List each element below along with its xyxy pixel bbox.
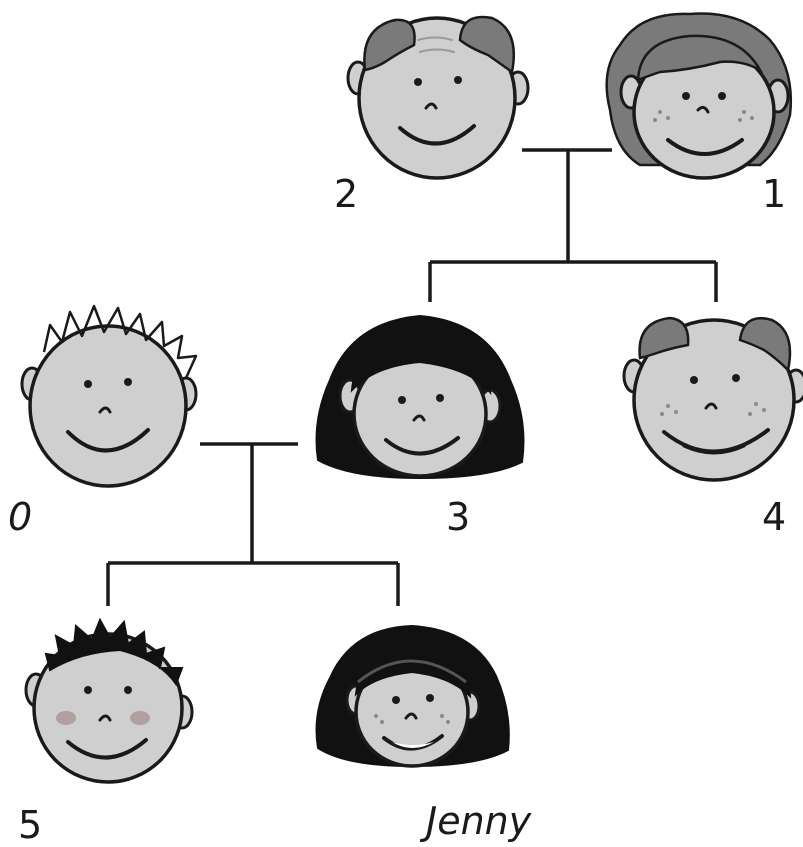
- person-jenny-face: [315, 624, 510, 768]
- label-person-2: 2: [334, 172, 358, 216]
- person-4-face: [622, 316, 803, 482]
- person-5-face: [24, 617, 194, 784]
- label-person-1: 1: [762, 172, 786, 216]
- person-1-face: [605, 12, 793, 180]
- label-person-3: 3: [446, 495, 470, 539]
- person-2-face: [346, 15, 530, 180]
- connector-lines: [106, 148, 718, 606]
- person-3-face: [315, 314, 525, 480]
- label-person-0: 0: [8, 495, 32, 539]
- person-0-face: [20, 304, 198, 488]
- label-person-5: 5: [18, 803, 42, 847]
- label-person-4: 4: [762, 495, 786, 539]
- label-person-jenny: Jenny: [419, 799, 532, 843]
